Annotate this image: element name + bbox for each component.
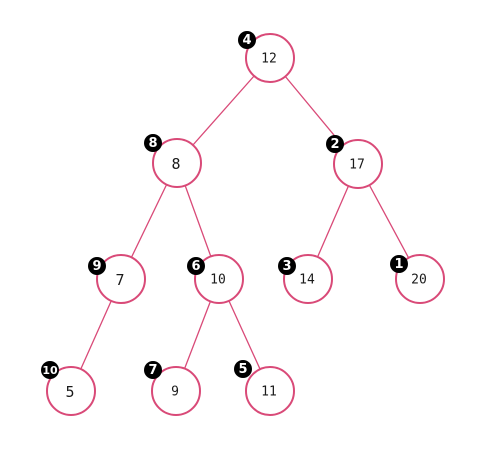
node-circle xyxy=(333,139,383,189)
node-circle xyxy=(245,366,295,416)
order-badge xyxy=(390,255,408,273)
tree-node-11: 11 5 xyxy=(234,360,295,416)
tree-node-12: 12 4 xyxy=(238,31,295,83)
tree-node-10: 10 6 xyxy=(187,254,244,304)
order-badge xyxy=(41,361,59,379)
node-circle xyxy=(151,366,201,416)
order-badge-number: 2 xyxy=(330,137,339,152)
order-badge xyxy=(278,257,296,275)
node-value: 5 xyxy=(65,383,74,401)
order-badge-number: 4 xyxy=(242,33,251,48)
node-circle xyxy=(245,33,295,83)
order-badge xyxy=(144,361,162,379)
tree-node-9: 97 xyxy=(144,361,201,416)
order-badge-number: 3 xyxy=(282,259,291,274)
order-badge-number: 8 xyxy=(148,136,157,151)
order-badge-number: 7 xyxy=(148,363,157,378)
node-circle xyxy=(283,254,333,304)
node-value: 7 xyxy=(115,271,124,289)
tree-node-5: 5 10 xyxy=(41,361,96,416)
order-badge-number: 6 xyxy=(191,259,200,274)
node-value: 17 xyxy=(349,158,365,173)
order-badge xyxy=(88,257,106,275)
order-badge-number: 1 xyxy=(394,257,403,272)
node-value: 11 xyxy=(261,385,277,400)
node-value: 9 xyxy=(171,385,179,400)
tree-node-8: 88 xyxy=(144,134,202,188)
order-badge-number: 10 xyxy=(42,364,58,377)
node-value: 8 xyxy=(171,155,180,173)
node-circle xyxy=(194,254,244,304)
node-circle xyxy=(46,366,96,416)
order-badge-number: 9 xyxy=(92,259,101,274)
node-circle xyxy=(395,254,445,304)
node-circle xyxy=(96,254,146,304)
edges-layer xyxy=(70,57,421,392)
tree-node-20: 20 1 xyxy=(390,254,445,304)
order-badge xyxy=(187,257,205,275)
node-circle xyxy=(152,138,202,188)
order-badge xyxy=(326,135,344,153)
order-badge xyxy=(144,134,162,152)
order-badge xyxy=(234,360,252,378)
tree-node-17: 17 2 xyxy=(326,135,383,189)
order-badge-number: 5 xyxy=(238,362,247,377)
node-value: 14 xyxy=(299,273,315,288)
node-value: 10 xyxy=(210,273,226,288)
node-value: 12 xyxy=(261,52,277,67)
node-value: 20 xyxy=(411,273,427,288)
tree-node-7: 79 xyxy=(88,254,146,304)
tree-node-14: 14 3 xyxy=(278,254,333,304)
order-badge xyxy=(238,31,256,49)
